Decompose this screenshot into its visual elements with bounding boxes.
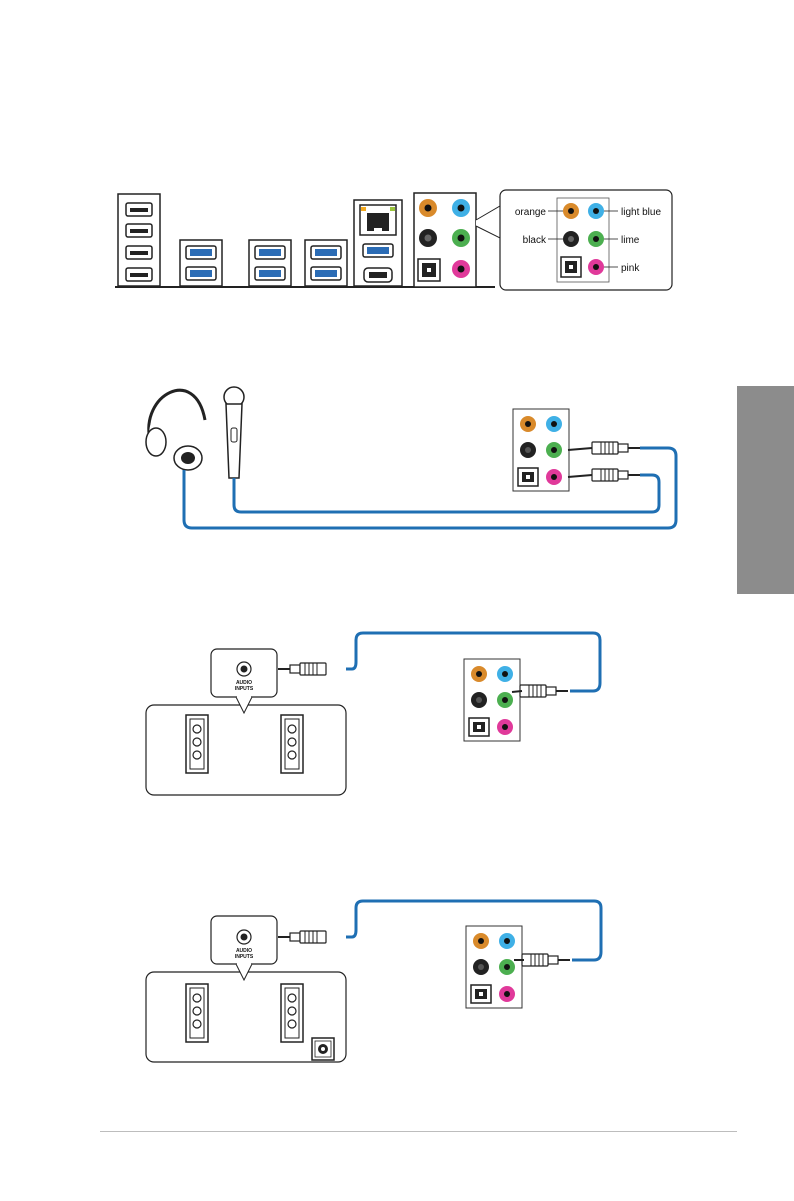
rear-audio-jacks	[414, 193, 476, 287]
usb3-pair-1	[180, 240, 222, 286]
legend-black: black	[523, 235, 547, 246]
lan-port-stack	[354, 200, 402, 286]
stereo-speaker-diagram: AUDIO INPUTS	[146, 633, 600, 795]
speaker-right-icon	[281, 715, 303, 773]
microphone-icon	[224, 387, 244, 478]
usb3-pair-2	[249, 240, 291, 286]
usb2-stack	[118, 194, 160, 286]
speaker-left-2-icon	[186, 984, 208, 1042]
subwoofer-speaker-diagram: AUDIO INPUTS	[146, 901, 601, 1062]
legend-lime: lime	[621, 235, 640, 246]
audio-inputs-label-4: INPUTS	[235, 954, 254, 960]
speaker-left-icon	[186, 715, 208, 773]
chapter-side-tab	[737, 386, 794, 594]
footer-divider	[100, 1131, 737, 1132]
subwoofer-icon	[312, 1038, 334, 1060]
jack-color-legend: orange black light blue lime pink	[500, 190, 672, 290]
audio-inputs-label-2: INPUTS	[235, 686, 254, 692]
legend-orange: orange	[515, 207, 547, 218]
rear-io-panel	[115, 193, 500, 287]
jack-cluster-headset	[513, 409, 569, 491]
speaker-right-2-icon	[281, 984, 303, 1042]
jack-cluster-subwoofer	[466, 926, 522, 1008]
jack-cluster-stereo	[464, 659, 520, 741]
headphone-icon	[146, 390, 205, 470]
usb3-pair-3	[305, 240, 347, 286]
legend-light-blue: light blue	[621, 207, 661, 218]
headphone-mic-diagram	[146, 387, 676, 528]
legend-pink: pink	[621, 263, 640, 274]
